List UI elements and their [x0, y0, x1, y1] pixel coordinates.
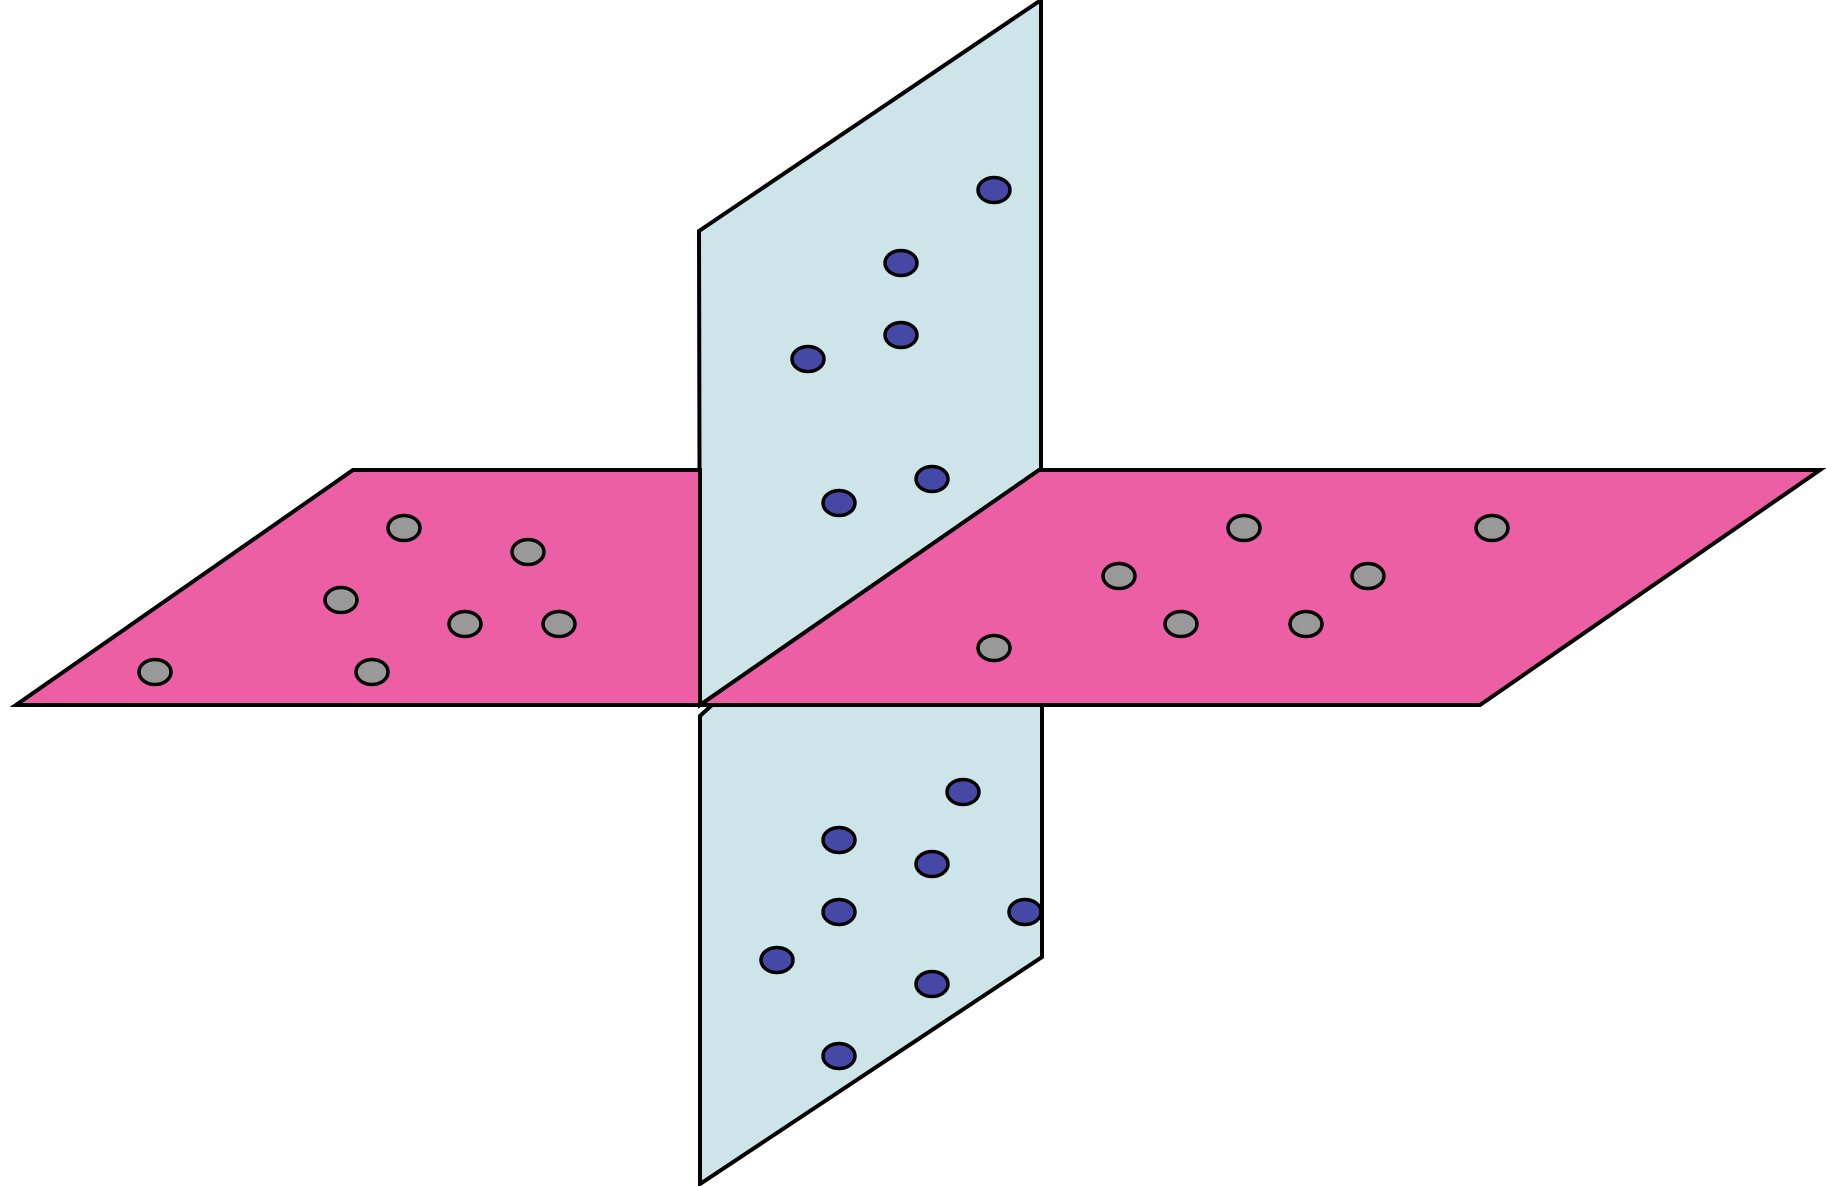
vertical-plane-upper-point: [821, 488, 857, 518]
vertical-plane-lower-point: [821, 897, 857, 927]
vertical-plane-lower-point: [1007, 897, 1043, 927]
horizontal-plane-right-point: [1288, 609, 1324, 639]
horizontal-plane-left-point: [137, 657, 173, 687]
horizontal-plane-left-point: [323, 585, 359, 615]
horizontal-plane-right-point: [1474, 513, 1510, 543]
horizontal-plane-right-point: [1350, 561, 1386, 591]
horizontal-plane-left-point: [447, 609, 483, 639]
horizontal-plane-left-point: [541, 609, 577, 639]
vertical-plane-upper-point: [976, 175, 1012, 205]
horizontal-plane-left-point: [510, 537, 546, 567]
horizontal-plane-left-point: [354, 657, 390, 687]
vertical-plane-upper-point: [790, 344, 826, 374]
vertical-plane-upper-point: [914, 464, 950, 494]
horizontal-plane-right-point: [976, 633, 1012, 663]
horizontal-plane-right-point: [1226, 513, 1262, 543]
vertical-plane-lower-point: [945, 777, 981, 807]
vertical-plane-upper-point: [883, 320, 919, 350]
points-layer: [137, 175, 1510, 1071]
vertical-plane-lower-point: [821, 1041, 857, 1071]
vertical-plane-lower-half: [698, 703, 1044, 1186]
horizontal-plane-right-point: [1163, 609, 1199, 639]
vertical-plane-lower-point: [759, 945, 795, 975]
vertical-plane-upper-point: [883, 248, 919, 278]
vertical-plane-lower-point: [914, 849, 950, 879]
vertical-plane-lower-point: [914, 969, 950, 999]
horizontal-plane-left-point: [386, 513, 422, 543]
horizontal-plane-right-point: [1101, 561, 1137, 591]
vertical-plane-lower-point: [821, 825, 857, 855]
